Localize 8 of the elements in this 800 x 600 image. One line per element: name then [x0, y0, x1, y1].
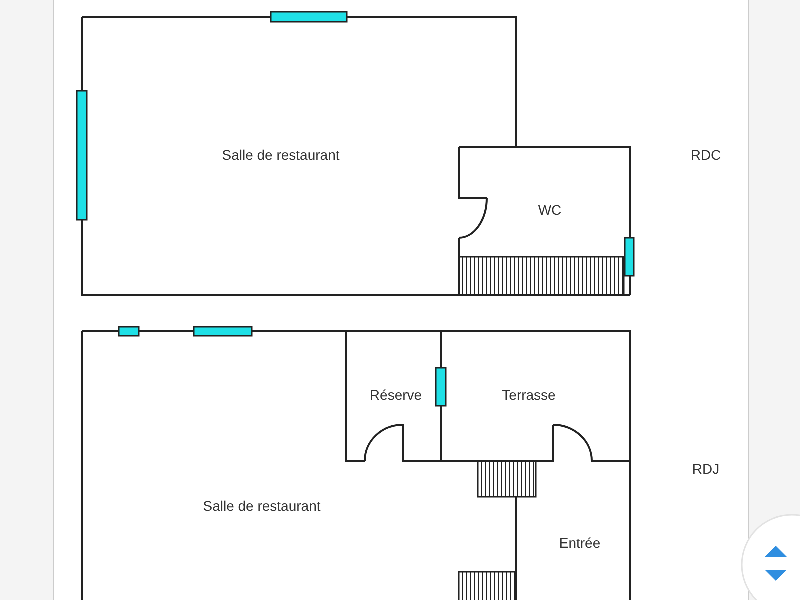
room-label: WC [538, 202, 562, 218]
room-label: Entrée [559, 535, 601, 551]
room-label: Salle de restaurant [222, 147, 340, 163]
floor-label: RDC [690, 147, 722, 163]
room-label: Terrasse [502, 387, 556, 403]
floor-label: RDJ [692, 461, 720, 477]
room-label: Salle de restaurant [203, 498, 321, 514]
room-label: Réserve [370, 387, 422, 403]
